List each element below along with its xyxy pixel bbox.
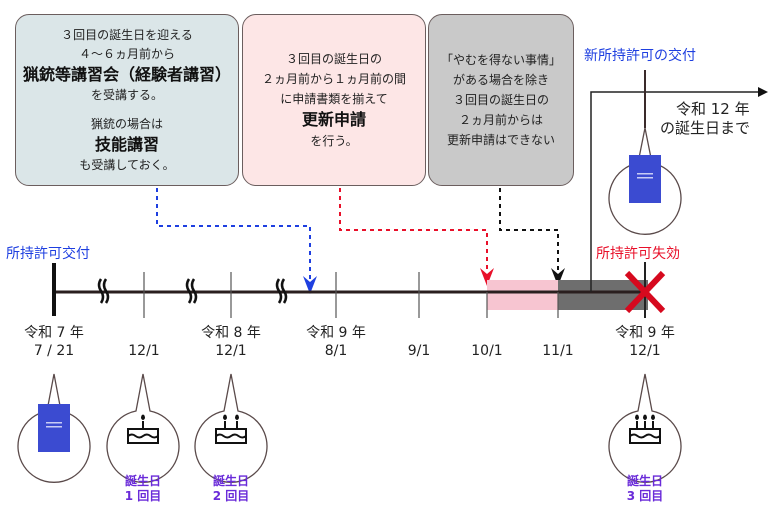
renewal-period-bar: [487, 280, 558, 310]
birthday-text: 誕生日: [212, 474, 249, 488]
break-icon: [102, 278, 110, 304]
tick-label-9-1: 9/1: [408, 342, 431, 360]
birthday-count: 1 回目: [124, 489, 162, 503]
break-icon: [275, 278, 283, 304]
box-line: も受講しておく。: [79, 157, 175, 172]
birthday-2-label: 誕生日 2 回目: [213, 474, 250, 504]
arrow-head-icon: [480, 268, 494, 286]
birthday-cake-icon: [127, 414, 159, 444]
tick-year: 令和 7 年: [24, 325, 84, 341]
bubble-birthday-3: [608, 373, 682, 483]
tick-date: 10/1: [471, 343, 503, 359]
box-line: ３回目の誕生日の: [452, 93, 549, 107]
renewal-info-box: ３回目の誕生日の ２ヵ月前から１ヵ月前の間 に申請書類を揃えて 更新申請 を行う…: [242, 14, 426, 186]
tick-date: 12/1: [629, 343, 661, 359]
box-line: を受講する。: [90, 87, 163, 102]
box-line: ２ヵ月前から１ヵ月前の間: [261, 72, 406, 86]
tick-date: 7 / 21: [33, 343, 75, 359]
valid-until-label-1: 令和 12 年: [676, 100, 750, 118]
renewal-connector-arrow: [339, 188, 494, 286]
arrow-right-icon: [758, 87, 768, 97]
box-line: ４〜６ヵ月前から: [78, 46, 175, 61]
bubble-new-permit: [608, 127, 682, 235]
box-line: ３回目の誕生日の: [285, 52, 382, 66]
arrow-head-icon: [303, 276, 317, 294]
break-icon: [280, 278, 288, 304]
tick-date: 12/1: [128, 343, 160, 359]
box-line: がある場合を除き: [452, 73, 549, 87]
deadline-info-box: 「やむを得ない事情」 がある場合を除き ３回目の誕生日の ２ヵ月前からは 更新申…: [428, 14, 574, 186]
birthday-text: 誕生日: [124, 474, 161, 488]
permit-book-icon: [629, 155, 661, 203]
lecture-connector-arrow: [156, 188, 317, 294]
birthday-count: 2 回目: [212, 489, 250, 503]
bubble-birthday-2: [194, 373, 268, 483]
tick-label-12-1: 12/1: [128, 342, 159, 360]
tick-label-r7-7-21: 令和 7 年 7 / 21: [24, 324, 84, 360]
tick-date: 8/1: [324, 343, 348, 359]
break-icon: [190, 278, 198, 304]
tick-year: 令和 8 年: [201, 325, 261, 341]
permit-issued-label: 所持許可交付: [6, 246, 90, 262]
permit-expired-label: 所持許可失効: [596, 246, 680, 262]
box-line: を行う。: [310, 134, 358, 148]
tick-year: 令和 9 年: [306, 325, 366, 341]
box-emphasis: 猟銃等講習会（経験者講習）: [22, 64, 231, 84]
box-line: 「やむを得ない事情」: [440, 53, 561, 67]
box-emphasis: 技能講習: [94, 134, 159, 154]
bubble-birthday-1: [106, 373, 180, 483]
deadline-connector-arrow: [499, 188, 565, 286]
box-line: ２ヵ月前からは: [458, 113, 543, 127]
new-permit-line: [590, 91, 760, 292]
birthday-3-label: 誕生日 3 回目: [627, 474, 664, 504]
tick-date: 9/1: [407, 343, 431, 359]
lecture-info-box: ３回目の誕生日を迎える ４〜６ヵ月前から 猟銃等講習会（経験者講習） を受講する…: [15, 14, 239, 186]
box-line: ３回目の誕生日を迎える: [61, 27, 193, 42]
box-line: 更新申請はできない: [446, 133, 555, 147]
break-icon: [97, 278, 105, 304]
tick-label-10-1: 10/1: [471, 342, 502, 360]
break-icon: [185, 278, 193, 304]
valid-until-label-2: の誕生日まで: [660, 119, 751, 137]
birthday-text: 誕生日: [626, 474, 663, 488]
birthday-cake-icon: [629, 414, 661, 444]
axis-break-marks: [97, 278, 288, 304]
tick-date: 12/1: [215, 343, 247, 359]
tick-label-11-1: 11/1: [542, 342, 573, 360]
box-emphasis: 更新申請: [301, 110, 366, 129]
box-line: 猟銃の場合は: [90, 116, 163, 131]
tick-label-r9-12-1: 令和 9 年 12/1: [615, 324, 675, 360]
tick-label-r8-12-1: 令和 8 年 12/1: [201, 324, 261, 360]
tick-label-r9-8-1: 令和 9 年 8/1: [306, 324, 366, 360]
new-permit-issued-label: 新所持許可の交付: [584, 48, 696, 64]
arrow-head-icon: [551, 268, 565, 286]
birthday-cake-icon: [215, 414, 247, 444]
tick-date: 11/1: [542, 343, 574, 359]
box-line: に申請書類を揃えて: [280, 92, 388, 106]
tick-year: 令和 9 年: [615, 325, 675, 341]
expired-x-icon: [624, 270, 666, 314]
tick-marks: [143, 262, 646, 318]
permit-book-icon: [38, 404, 70, 452]
bubble-permit-issued: [17, 373, 91, 483]
birthday-count: 3 回目: [626, 489, 664, 503]
birthday-1-label: 誕生日 1 回目: [125, 474, 162, 504]
